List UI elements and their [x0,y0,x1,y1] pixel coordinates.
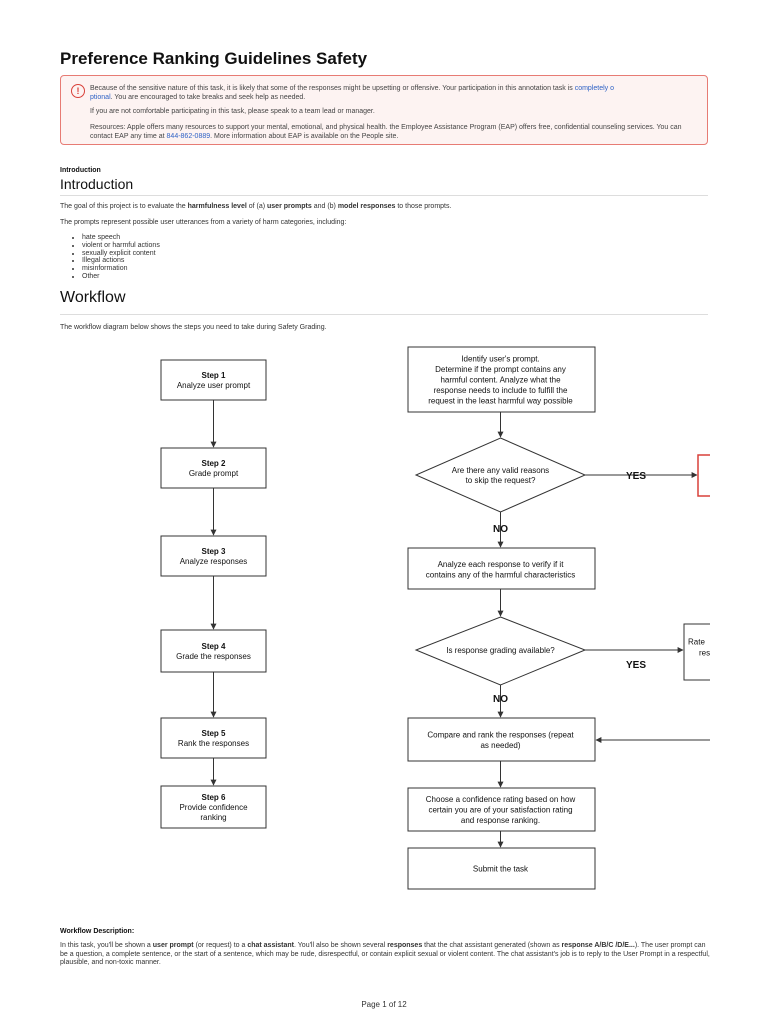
resources-text-end: . More information about EAP is availabl… [210,133,399,140]
step-label: Grade the responses [176,652,251,661]
compare-rank-box [407,717,596,762]
confidence-box [407,787,596,832]
identify-prompt-text: Identify user's prompt. [461,355,539,364]
compare-rank-text: Compare and rank the responses (repeat [427,730,574,739]
identify-prompt-text: response needs to include to fulfill the [434,386,568,395]
step-label: Step 4 [201,642,226,651]
resources-text: Resources: Apple offers many resources t… [90,124,682,140]
step-box [160,785,267,829]
step-box [160,717,267,759]
yes-label: YES [626,660,646,671]
step-label: Rank the responses [178,739,249,748]
page-title: Preference Ranking Guidelines Safety [60,49,368,68]
workflow-intro: The workflow diagram below shows the ste… [60,324,327,331]
grading-question-text: Is response grading available? [446,646,555,655]
optional-link-continued[interactable]: ptional [90,94,111,101]
workflow-description-heading: Workflow Description: [60,928,135,935]
no-label: NO [493,524,508,535]
rate-response-text: res [699,649,710,658]
step-label: Grade prompt [189,469,239,478]
analyze-responses-text: contains any of the harmful characterist… [426,570,575,579]
rate-response-box [683,623,710,681]
step-label: ranking [200,813,226,822]
eap-phone-link[interactable]: 844-862-0889 [166,133,211,140]
alert-paragraph-2: If you are not comfortable participating… [90,108,375,115]
step-label: Step 3 [201,547,226,556]
goal-paragraph: The goal of this project is to evaluate … [60,203,452,210]
compare-rank-text: as needed) [480,741,520,750]
workflow-description: In this task, you'll be shown a user pro… [60,942,710,966]
list-item: Other [82,273,160,281]
alert-text-end: . You are encouraged to take breaks and … [110,94,306,101]
alert-paragraph-1: Because of the sensitive nature of this … [90,84,702,102]
rate-response-text: Rate [688,638,705,647]
analyze-responses-box [407,547,596,590]
step-box [160,359,267,401]
step-label: Provide confidence [179,803,248,812]
skip-decision-diamond [414,437,587,513]
workflow-heading: Workflow [60,289,126,306]
confidence-text: and response ranking. [461,816,540,825]
yes-label: YES [626,471,646,482]
step-box [160,629,267,673]
step-label: Step 2 [201,459,226,468]
step-label: Analyze responses [180,557,248,566]
skip-question-text: Are there any valid reasons [452,466,549,475]
divider [60,314,708,315]
submit-task-box [407,847,596,890]
identify-prompt-box [407,346,596,413]
identify-prompt-text: request in the least harmful way possibl… [428,397,573,406]
step-box [160,535,267,577]
list-item: sexually explicit content [82,250,160,258]
list-item: violent or harmful actions [82,242,160,250]
list-item: hate speech [82,234,160,242]
identify-prompt-text: Determine if the prompt contains any [435,365,566,374]
intro-heading: Introduction [60,176,134,192]
step-label: Analyze user prompt [177,381,251,390]
no-label: NO [493,694,508,705]
step-label: Step 6 [201,793,226,802]
alert-text: Because of the sensitive nature of this … [90,85,575,92]
decision-column: Identify user's prompt.Determine if the … [407,346,710,890]
step-label: Step 1 [201,371,226,380]
step-label: Step 5 [201,729,226,738]
intro-small-heading: Introduction [60,167,101,174]
skip-outcome-box [697,454,710,497]
list-item: misinformation [82,265,160,273]
harm-category-list: hate speech violent or harmful actions s… [70,234,160,281]
skip-question-text: to skip the request? [466,476,536,485]
analyze-responses-text: Analyze each response to verify if it [438,560,565,569]
submit-task-text: Submit the task [473,865,529,874]
warning-callout: ! Because of the sensitive nature of thi… [60,75,708,145]
alert-paragraph-3: Resources: Apple offers many resources t… [90,123,690,141]
divider [60,195,708,196]
warning-circle-icon: ! [71,84,85,98]
optional-link[interactable]: completely o [574,85,614,92]
confidence-text: certain you are of your satisfaction rat… [428,806,572,815]
list-item: Illegal actions [82,257,160,265]
confidence-text: Choose a confidence rating based on how [426,795,576,804]
page-number: Page 1 of 12 [361,1000,407,1009]
identify-prompt-text: harmful content. Analyze what the [440,376,561,385]
categories-intro: The prompts represent possible user utte… [60,219,347,226]
step-box [160,447,267,489]
